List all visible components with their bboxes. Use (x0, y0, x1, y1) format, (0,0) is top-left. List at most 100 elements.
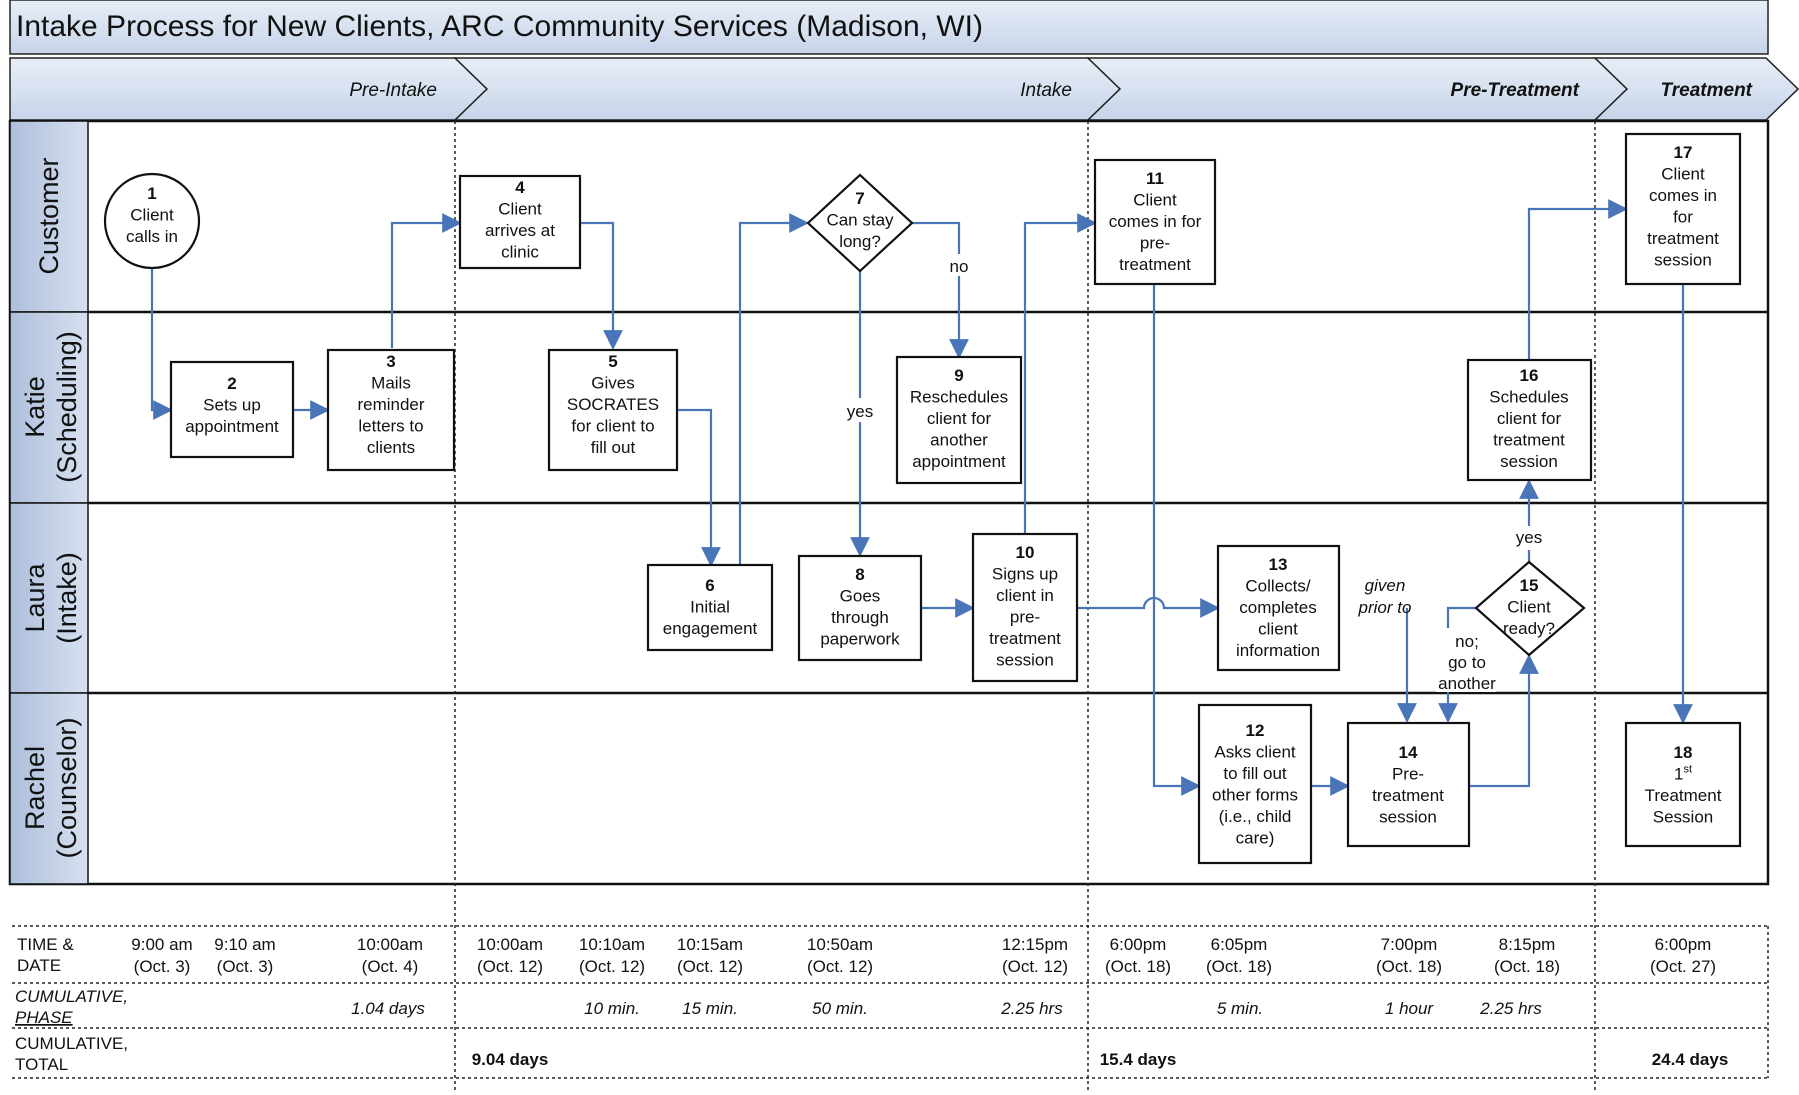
date-cell: (Oct. 12) (807, 957, 873, 976)
node-4-box (458, 174, 582, 270)
node-text-line: clients (367, 438, 415, 457)
cumulative-total-cell: 9.04 days (472, 1050, 549, 1069)
node-9-box (895, 355, 1023, 485)
date-cell: (Oct. 27) (1650, 957, 1716, 976)
date-cell: (Oct. 18) (1206, 957, 1272, 976)
cumulative-phase-cell: 2.25 hrs (1000, 999, 1063, 1018)
node-number: 12 (1246, 721, 1265, 740)
node-text-line: Sets up (203, 396, 261, 415)
lane-label-katie-role: (Scheduling) (52, 331, 82, 483)
edge-5-6 (677, 408, 721, 567)
time-cell: 10:15am (677, 935, 743, 954)
node-text-line: pre- (1140, 234, 1170, 253)
cumulative-phase-cell: 15 min. (682, 999, 738, 1018)
time-cell: 6:00pm (1655, 935, 1712, 954)
time-cell: 10:00am (357, 935, 423, 954)
node-text-line: paperwork (820, 630, 900, 649)
node-number: 2 (227, 374, 236, 393)
node-text-line: Can stay (826, 211, 894, 230)
lane-label-rachel-role: (Counselor) (52, 717, 82, 858)
phase-label-pre-treatment: Pre-Treatment (1451, 80, 1580, 101)
node-number: 11 (1146, 169, 1164, 188)
node-text-line: Treatment (1645, 786, 1722, 805)
time-cell: 6:00pm (1110, 935, 1167, 954)
node-text-line: long? (839, 232, 881, 251)
edge-6-7 (738, 213, 809, 565)
node-11-box (1093, 158, 1217, 286)
node-text-line: session (1500, 452, 1558, 471)
node-text-line: appointment (912, 452, 1006, 471)
node-5-box (547, 348, 679, 472)
node-text-line: client (1258, 620, 1298, 639)
title-band (9, 0, 1769, 55)
edge-10-11 (1023, 213, 1097, 534)
edge-4-5 (580, 221, 623, 350)
time-cell: 10:50am (807, 935, 873, 954)
node-text-line: session (996, 651, 1054, 670)
node-1-circle (103, 172, 201, 270)
time-cell: 9:10 am (214, 935, 275, 954)
phase-label-intake: Intake (1020, 80, 1072, 101)
edge-3-4 (390, 213, 462, 348)
lane-label-laura-role: (Intake) (52, 552, 82, 644)
node-number: 1 (147, 184, 156, 203)
edge-label-no-go-2: go to (1448, 653, 1486, 672)
node-text-line: Reschedules (910, 388, 1008, 407)
node-text-line: treatment (1647, 229, 1719, 248)
time-cell: 7:00pm (1381, 935, 1438, 954)
node-18-box (1624, 721, 1742, 848)
cumulative-phase-cell: 1 hour (1385, 999, 1435, 1018)
node-number: 7 (855, 189, 864, 208)
node-text-line: for client to (571, 417, 654, 436)
node-17-box (1624, 132, 1742, 286)
node-text-line: completes (1239, 598, 1316, 617)
cumulative-phase-cell: 5 min. (1217, 999, 1263, 1018)
date-cell: (Oct. 12) (1002, 957, 1068, 976)
cumulative-phase-cell: 50 min. (812, 999, 868, 1018)
node-12-box (1197, 703, 1313, 865)
date-cell: (Oct. 4) (362, 957, 419, 976)
node-text-line: comes in (1649, 186, 1717, 205)
lane-header-rachel (9, 692, 89, 885)
row-label-cum-phase-1: CUMULATIVE, (15, 987, 128, 1006)
node-number: 6 (705, 576, 714, 595)
lane-header-laura (9, 502, 89, 694)
row-label-cum-phase-2: PHASE (15, 1008, 73, 1027)
node-text-line: SOCRATES (567, 395, 659, 414)
edge-label-no: no (950, 257, 969, 276)
node-10-box (971, 532, 1079, 683)
node-text-line: pre- (1010, 608, 1040, 627)
node-16-box (1466, 358, 1593, 482)
edge-1-2 (150, 268, 173, 420)
edge-16-17 (1527, 199, 1628, 360)
node-number: 4 (515, 178, 525, 197)
edge-7-9 (912, 221, 969, 359)
node-text-line: calls in (126, 227, 178, 246)
date-cell: (Oct. 18) (1494, 957, 1560, 976)
node-text-line: Signs up (992, 565, 1058, 584)
node-text-line: Client (1133, 191, 1177, 210)
node-text-line: Client (498, 200, 542, 219)
node-number: 10 (1016, 543, 1035, 562)
node-text-line: fill out (591, 438, 636, 457)
node-shapes (103, 132, 1742, 865)
node-text-line: treatment (1493, 431, 1565, 450)
phase-label-pre-intake: Pre-Intake (349, 80, 437, 101)
node-text-line: Pre- (1392, 765, 1424, 784)
node-text-line: treatment (1372, 786, 1444, 805)
